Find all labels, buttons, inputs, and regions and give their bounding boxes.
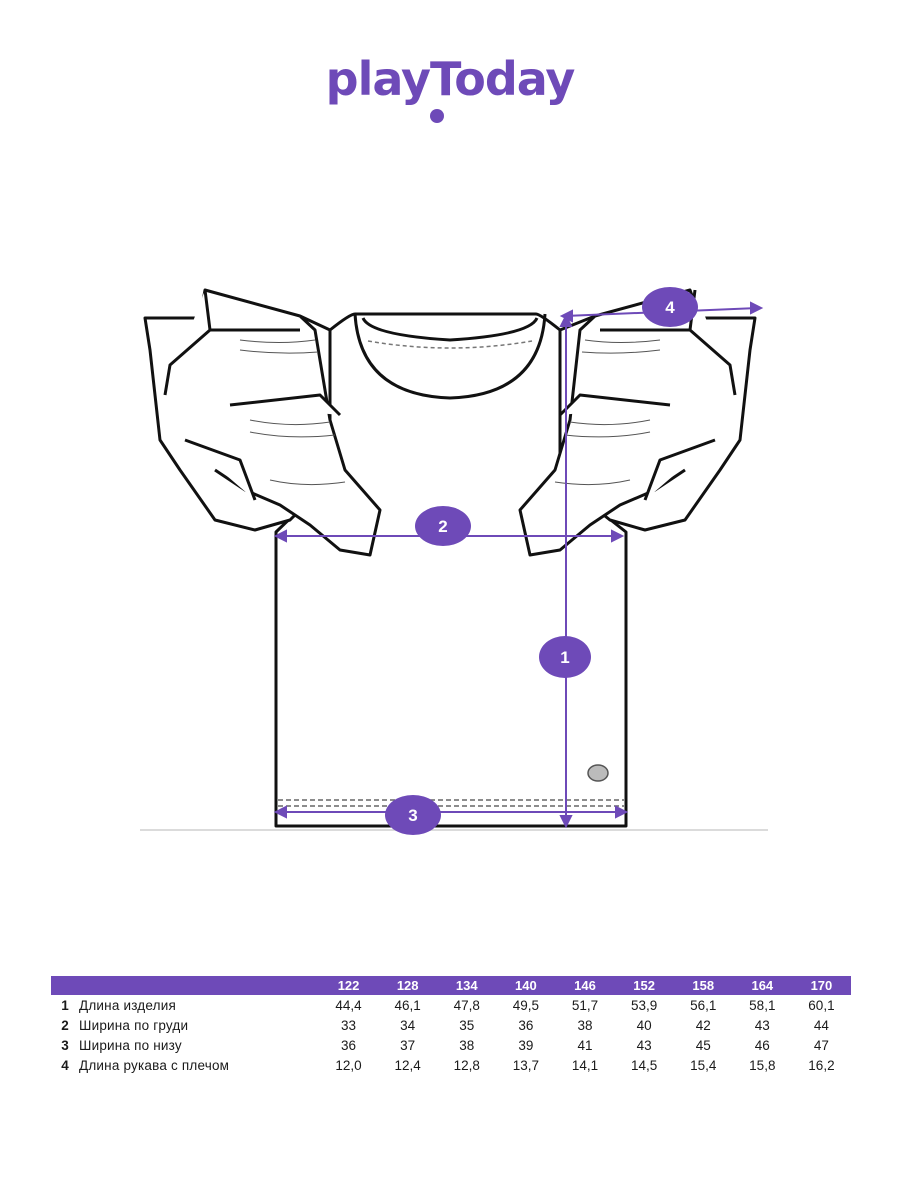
table-cell: 42 (695, 1017, 711, 1033)
logo-dot-icon (430, 109, 444, 123)
table-cell: 14,5 (630, 1057, 658, 1073)
size-header: 158 (692, 978, 715, 993)
marker-circles (385, 287, 698, 835)
table-cell: 38 (577, 1017, 593, 1033)
table-cell: 47 (813, 1037, 829, 1053)
table-cell: 43 (636, 1037, 652, 1053)
right-ruffle-sleeve (518, 288, 757, 557)
neckline (353, 313, 547, 400)
marker-1-label: 1 (560, 648, 569, 667)
row-number: 4 (61, 1057, 69, 1073)
table-cell: 49,5 (512, 997, 540, 1013)
label-tag-icon (587, 764, 609, 782)
size-header: 146 (574, 978, 596, 993)
table-cell: 14,1 (571, 1057, 599, 1073)
row-number: 3 (61, 1037, 69, 1053)
table-cell: 46 (754, 1037, 770, 1053)
table-cell: 40 (636, 1017, 652, 1033)
table-cell: 44,4 (335, 997, 362, 1013)
table-cell: 15,8 (749, 1057, 776, 1073)
right-ruffle-gathers (554, 339, 661, 486)
table-cell: 53,9 (630, 997, 658, 1013)
size-header: 134 (455, 978, 478, 993)
header-blank (79, 976, 319, 995)
table-cell: 60,1 (808, 997, 835, 1013)
table-cell: 47,8 (453, 997, 480, 1013)
table-cell: 35 (459, 1017, 475, 1033)
measure-lines (273, 301, 764, 829)
size-header: 152 (633, 978, 655, 993)
table-cell: 45 (695, 1037, 711, 1053)
table-cell: 44 (813, 1017, 829, 1033)
header-blank (51, 976, 79, 995)
row-label: Ширина по груди (79, 1017, 189, 1033)
table-cell: 13,7 (512, 1057, 540, 1073)
table-cell: 58,1 (749, 997, 776, 1013)
size-header: 140 (515, 978, 537, 993)
size-header: 122 (337, 978, 360, 993)
row-label: Ширина по низу (79, 1037, 182, 1053)
table-cell: 12,4 (394, 1057, 421, 1073)
marker-4-circle (642, 287, 698, 327)
table-cell: 41 (577, 1037, 593, 1053)
marker-2-circle (415, 506, 471, 546)
table-cell: 37 (400, 1037, 416, 1053)
table-row: 2 Ширина по груди 33 34 35 36 38 40 42 4… (51, 1015, 851, 1035)
table-cell: 56,1 (690, 997, 717, 1013)
table-cell: 43 (754, 1017, 770, 1033)
left-ruffle-sleeve (143, 288, 382, 557)
table-cell: 12,0 (335, 1057, 362, 1073)
row-label: Длина рукава с плечом (79, 1057, 230, 1073)
row-label: Длина изделия (79, 997, 176, 1013)
table-cell: 46,1 (394, 997, 421, 1013)
table-cell: 36 (518, 1017, 534, 1033)
marker-3-label: 3 (408, 806, 417, 825)
marker-3-circle (385, 795, 441, 835)
left-ruffle-gathers (239, 339, 346, 486)
marker-2-label: 2 (438, 517, 447, 536)
marker-1-circle (539, 636, 591, 678)
table-cell: 16,2 (808, 1057, 835, 1073)
table-cell: 38 (459, 1037, 475, 1053)
brand-logo: playToday (325, 52, 576, 106)
size-header: 128 (396, 978, 419, 993)
table-cell: 15,4 (690, 1057, 717, 1073)
row-number: 1 (61, 997, 69, 1013)
row-number: 2 (61, 1017, 69, 1033)
table-cell: 12,8 (453, 1057, 480, 1073)
table-cell: 36 (341, 1037, 357, 1053)
table-row: 1 Длина изделия 44,4 46,1 47,8 49,5 51,7… (51, 995, 851, 1015)
table-cell: 34 (400, 1017, 416, 1033)
size-header: 164 (751, 978, 774, 993)
marker-4-label: 4 (665, 298, 675, 317)
size-header: 170 (810, 978, 833, 993)
table-cell: 33 (341, 1017, 357, 1033)
size-chart-table: 122 128 134 140 146 152 158 164 170 1 Дл… (51, 976, 851, 1075)
size-header-row: 122 128 134 140 146 152 158 164 170 (51, 976, 851, 995)
table-cell: 39 (518, 1037, 534, 1053)
table-cell: 51,7 (571, 997, 599, 1013)
table-row: 4 Длина рукава с плечом 12,0 12,4 12,8 1… (51, 1055, 851, 1075)
table-row: 3 Ширина по низу 36 37 38 39 41 43 45 46… (51, 1035, 851, 1055)
